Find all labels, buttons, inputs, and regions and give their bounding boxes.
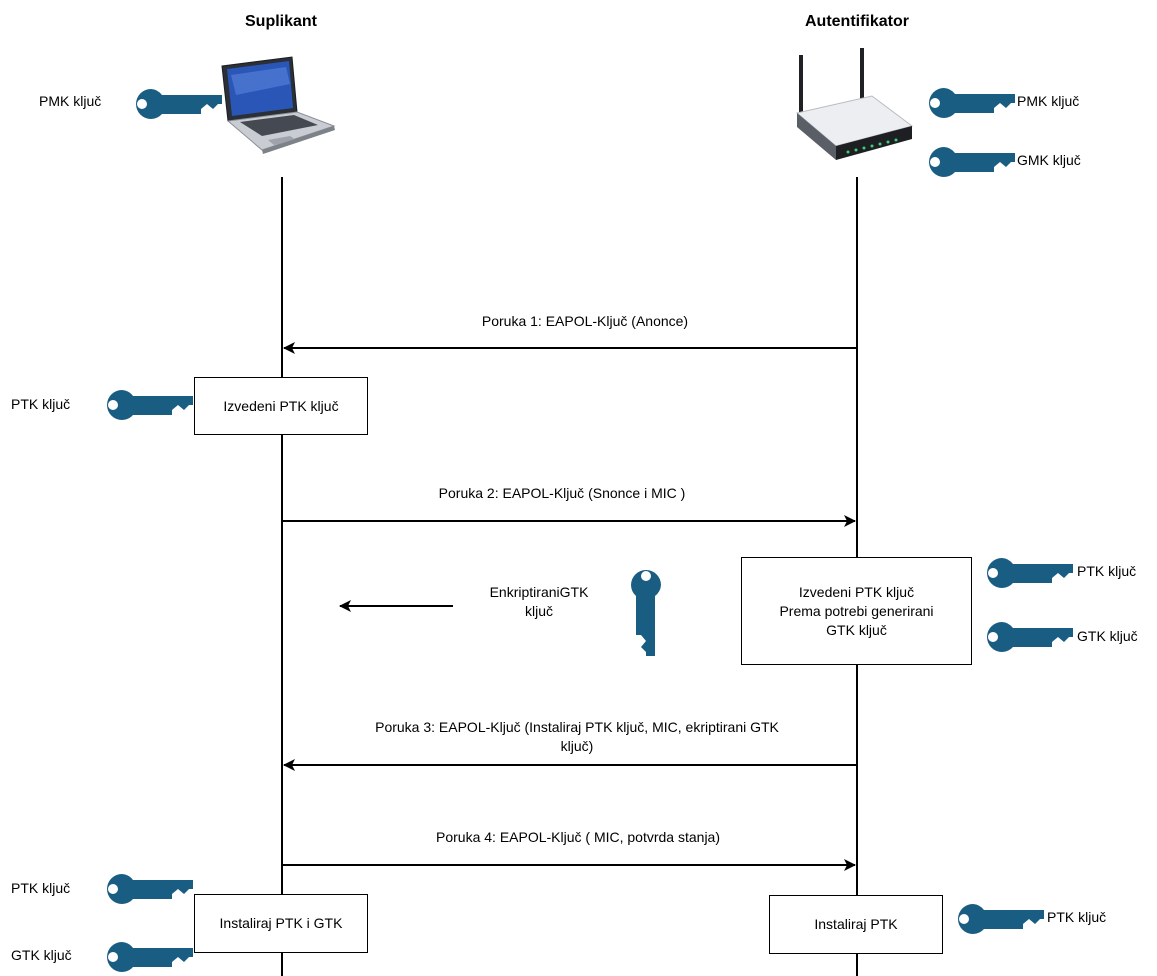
- supplicant-derive-ptk-box: Izvedeni PTK ključ: [194, 377, 368, 435]
- supplicant-title: Suplikant: [244, 13, 318, 30]
- message-4-label: Poruka 4: EAPOL-Ključ ( MIC, potvrda sta…: [436, 829, 720, 845]
- authenticator-gtk-label: GTK ključ: [1077, 628, 1138, 644]
- laptop-icon: [221, 56, 336, 154]
- authenticator-title: Autentifikator: [805, 13, 909, 30]
- encrypted-gtk-label-line2: ključ: [524, 603, 554, 619]
- authenticator-gmk-key-icon: [929, 147, 1015, 177]
- encrypted-gtk-key-icon: [631, 570, 661, 656]
- encrypted-gtk-label-line1: EnkriptiraniGTK: [489, 584, 589, 600]
- authenticator-final-ptk-label: PTK ključ: [1047, 909, 1107, 925]
- authenticator-gtk-key-icon: [987, 622, 1073, 652]
- authenticator-final-ptk-key-icon: [958, 904, 1044, 934]
- supplicant-ptk-key-icon: [107, 390, 193, 420]
- authenticator-gmk-label: GMK ključ: [1017, 152, 1081, 168]
- supplicant-pmk-key-icon: [136, 89, 222, 119]
- authenticator-pmk-label: PMK ključ: [1017, 93, 1080, 109]
- authenticator-derive-box: Izvedeni PTK ključ Prema potrebi generir…: [741, 557, 972, 665]
- message-3-label-line2: ključ): [560, 738, 594, 754]
- supplicant-final-gtk-key-icon: [107, 942, 193, 972]
- supplicant-pmk-label: PMK ključ: [39, 93, 102, 109]
- router-icon: [795, 48, 914, 160]
- supplicant-final-ptk-label: PTK ključ: [11, 880, 71, 896]
- authenticator-ptk-key-icon: [987, 558, 1073, 588]
- message-3-label-line1: Poruka 3: EAPOL-Ključ (Instaliraj PTK kl…: [375, 719, 779, 735]
- authenticator-install-box: Instaliraj PTK: [769, 895, 943, 954]
- message-1-label: Poruka 1: EAPOL-Ključ (Anonce): [481, 313, 689, 329]
- supplicant-install-box: Instaliraj PTK i GTK: [194, 894, 368, 953]
- supplicant-ptk-label: PTK ključ: [11, 396, 71, 412]
- supplicant-final-gtk-label: GTK ključ: [11, 947, 72, 963]
- supplicant-final-ptk-key-icon: [107, 874, 193, 904]
- authenticator-ptk-label: PTK ključ: [1077, 563, 1137, 579]
- authenticator-pmk-key-icon: [929, 88, 1015, 118]
- message-2-label: Poruka 2: EAPOL-Ključ (Snonce i MIC ): [438, 485, 686, 501]
